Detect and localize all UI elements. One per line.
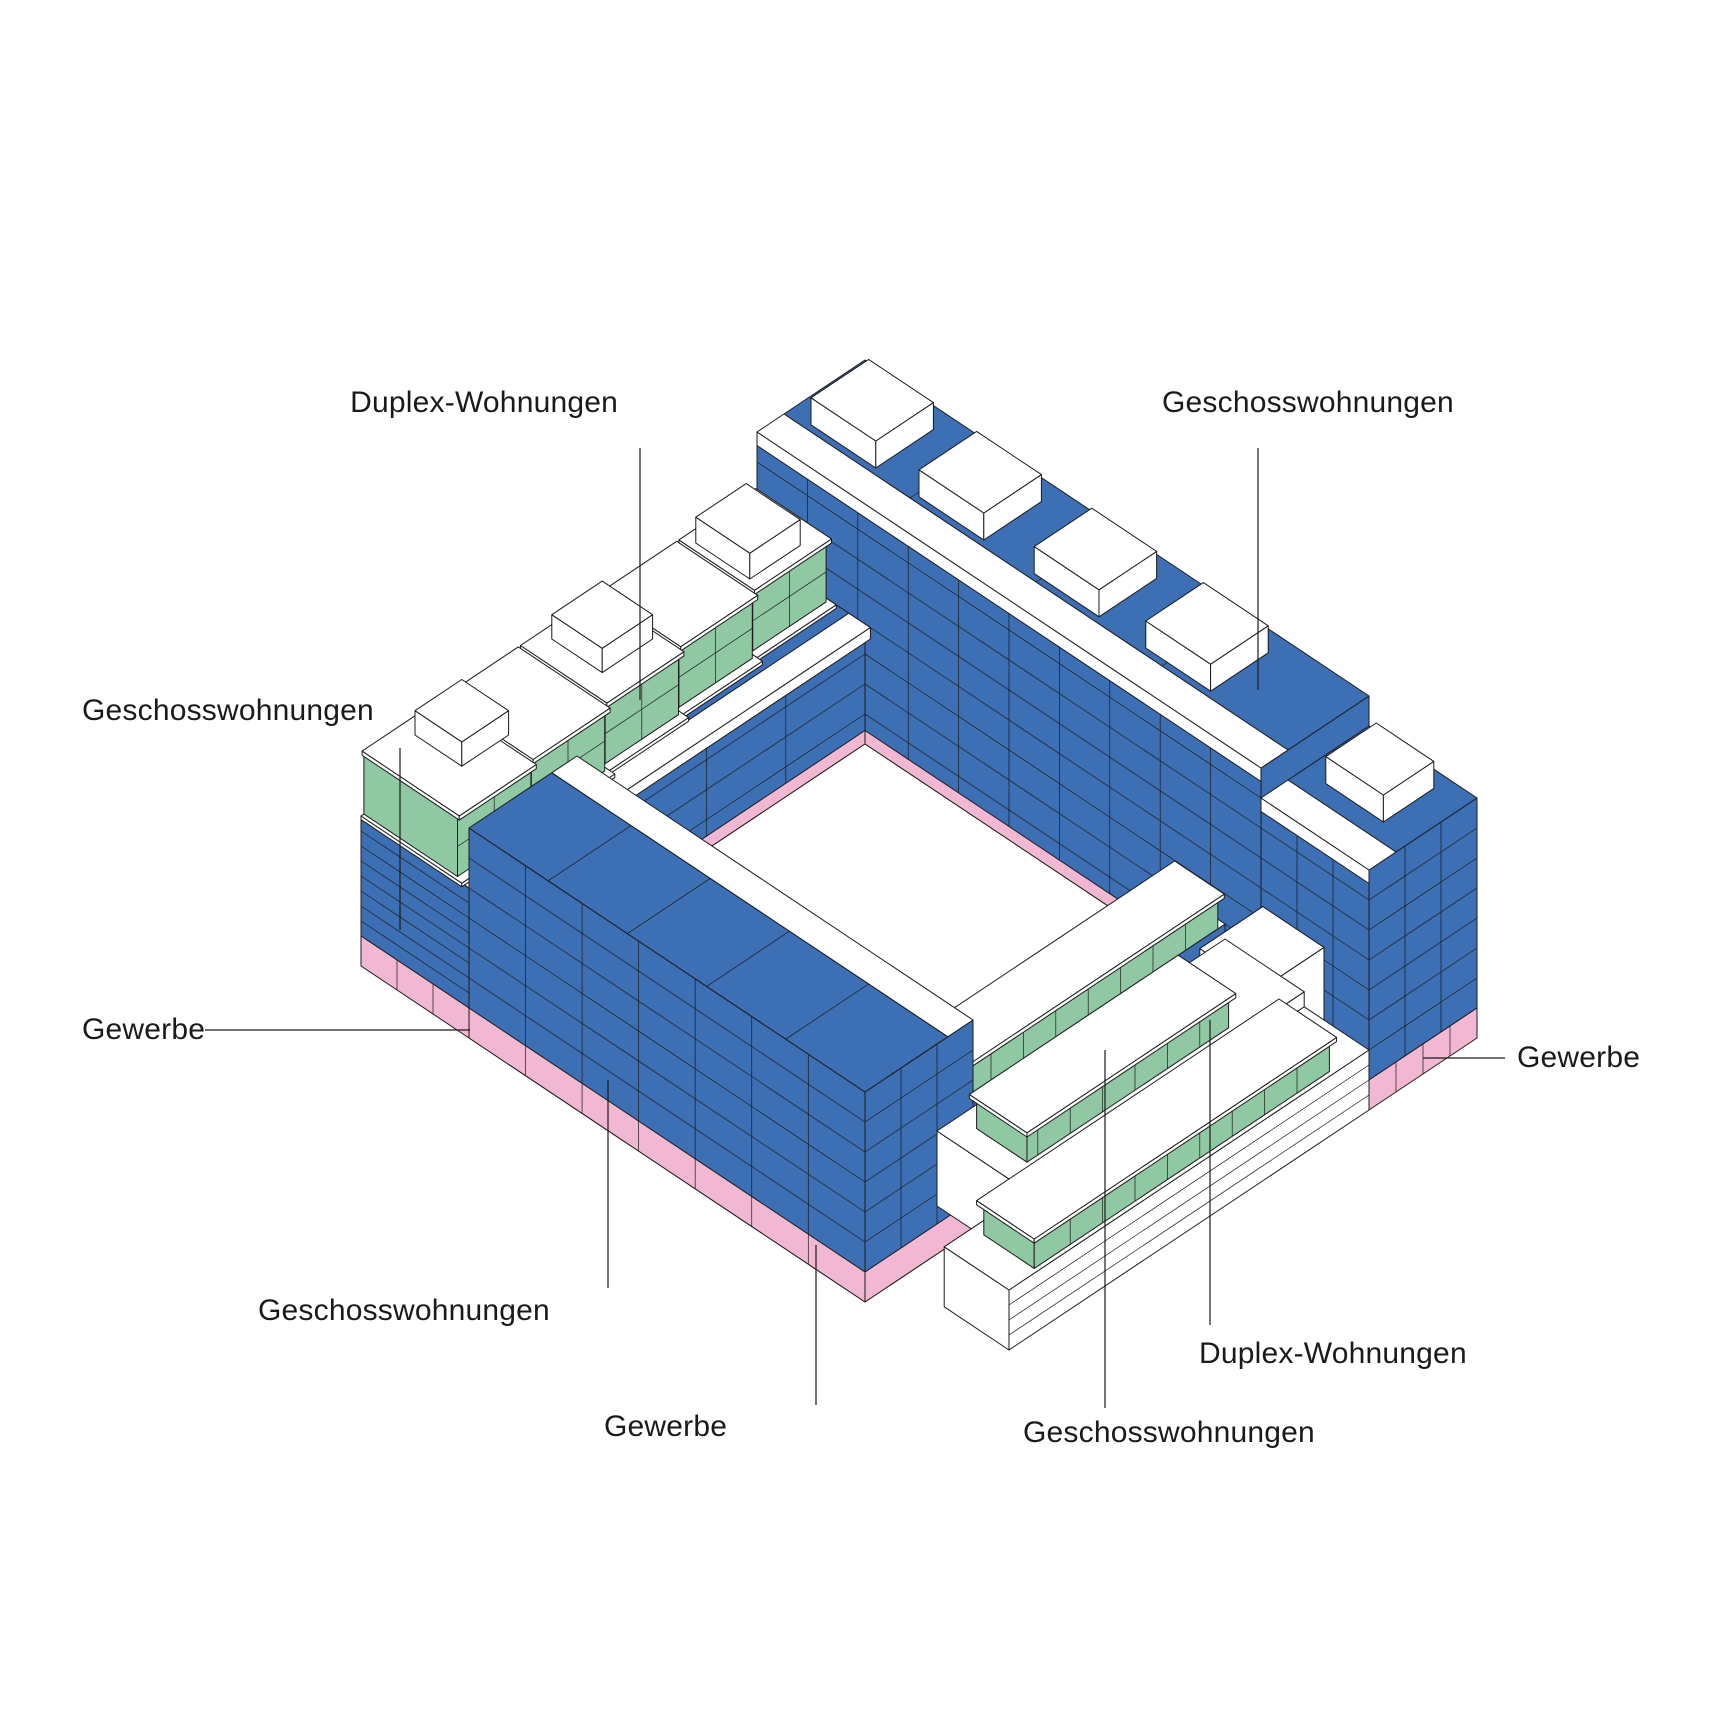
- duplex-roof-slab: [976, 998, 1338, 1240]
- facade-line: [627, 878, 711, 934]
- facade-line: [1368, 947, 1478, 1021]
- label-gewerbe-bottom: Gewerbe: [604, 1410, 728, 1443]
- label-geschosswohnungen-top-right: Geschosswohnungen: [1162, 386, 1454, 419]
- facade-line: [360, 845, 470, 919]
- duplex-roof-slab: [599, 540, 759, 648]
- label-gewerbe-right: Gewerbe: [1517, 1041, 1641, 1074]
- label-geschosswohnungen-left: Geschosswohnungen: [82, 694, 374, 727]
- facade-line: [360, 875, 470, 949]
- facade-line: [1260, 827, 1370, 901]
- facade-line: [1368, 827, 1478, 901]
- rooftop-box: [695, 483, 801, 554]
- facade-line: [1008, 1079, 1370, 1321]
- facade-line: [468, 887, 866, 1153]
- facade-line: [360, 830, 470, 904]
- facade-line: [548, 825, 632, 882]
- facade-line: [1260, 857, 1370, 931]
- label-geschosswohnungen-bottom-center: Geschosswohnungen: [1023, 1416, 1315, 1449]
- ne-wing-roof-walkway: [756, 413, 1289, 769]
- right-corner-roof-walkway: [1260, 779, 1397, 871]
- facade-line: [1260, 887, 1370, 961]
- rooftop-box: [1145, 582, 1269, 665]
- duplex-roof-slab: [440, 646, 611, 760]
- label-gewerbe-left: Gewerbe: [82, 1013, 206, 1046]
- rooftop-box: [551, 580, 654, 649]
- facade-line: [360, 905, 470, 979]
- facade-line: [468, 857, 866, 1123]
- facade-line: [1368, 977, 1478, 1051]
- facade-line: [864, 1079, 974, 1153]
- facade-line: [1368, 857, 1478, 931]
- facade-line: [468, 917, 866, 1183]
- label-geschosswohnungen-bottom-left: Geschosswohnungen: [258, 1294, 550, 1327]
- rooftop-box: [1325, 722, 1435, 796]
- duplex-roof-slab: [968, 954, 1237, 1134]
- rooftop-box: [1033, 507, 1158, 591]
- facade-line: [785, 983, 869, 1040]
- sw-wing-roof: [468, 772, 949, 1093]
- facade-line: [706, 930, 790, 987]
- rooftop-box: [414, 679, 510, 743]
- facade-line: [360, 860, 470, 934]
- rooftop-box: [810, 358, 934, 442]
- facade-line: [468, 947, 866, 1213]
- facade-line: [360, 890, 470, 964]
- facade-line: [1008, 1064, 1370, 1306]
- label-duplex-wohnungen-top-left: Duplex-Wohnungen: [350, 386, 618, 419]
- facade-line: [1008, 1094, 1370, 1336]
- facade-line: [1368, 917, 1478, 991]
- facade-line: [1368, 887, 1478, 961]
- facade-line: [468, 977, 866, 1243]
- facade-line: [864, 1049, 974, 1123]
- rooftop-box: [918, 430, 1042, 514]
- facade-line: [360, 920, 470, 994]
- label-duplex-wohnungen-bottom-right: Duplex-Wohnungen: [1199, 1337, 1467, 1370]
